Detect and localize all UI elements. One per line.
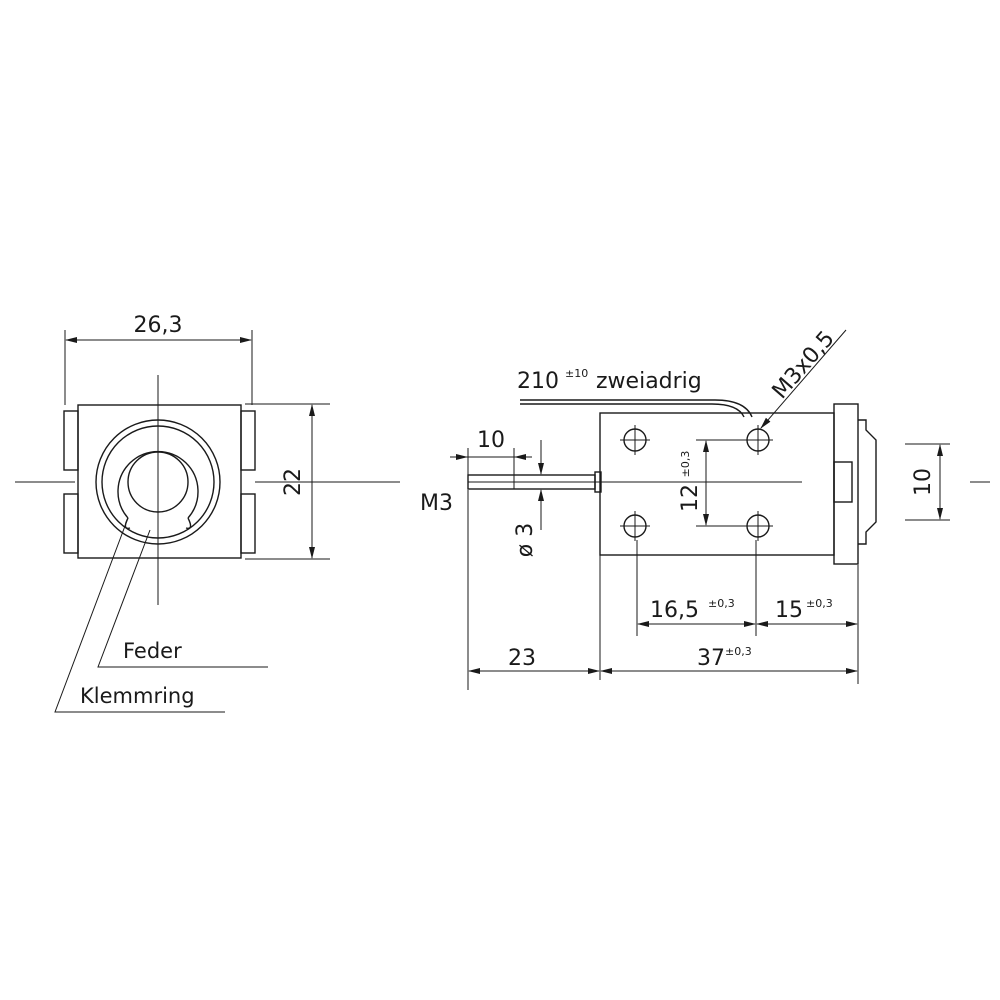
cable-desc-label: zweiadrig [596,369,702,394]
front-body-outline [77,404,242,559]
cable-wire-1 [520,399,753,418]
pitch-dim-label: 12 [678,484,703,512]
dim-15-label: 15 [775,598,803,623]
spring-leader [97,529,268,668]
side-view: 210 ±10 zweiadrig M3x0,5 10 ø 3 M3 12 ±0… [420,326,990,690]
cable-wire-2 [520,403,745,418]
rear-dim-label: 10 [911,468,936,496]
dim-16-5-tol: ±0,3 [708,597,735,610]
rear-cap [858,419,877,545]
dim-23-label: 23 [508,646,536,671]
front-view: 26,3 22 Feder Klemmring [15,313,400,713]
width-dim-label: 26,3 [134,313,183,338]
front-lug-left-top [63,410,79,471]
plunger-dia-label: ø 3 [513,523,538,557]
cable-length-label: 210 [517,369,559,394]
dim-37-label: 37 [697,646,725,671]
plunger-len-label: 10 [477,428,505,453]
pitch-dim-tol: ±0,3 [679,451,692,478]
front-lug-right-bottom [240,493,256,554]
clamp-ring-label: Klemmring [80,684,195,708]
height-dim-label: 22 [281,468,306,496]
rear-flange [833,403,859,565]
dim-37-tol: ±0,3 [725,645,752,658]
mount-thread-label: M3x0,5 [768,326,840,404]
spring-end-right [185,517,192,529]
front-lug-left-bottom [63,493,79,554]
rear-flange-slot [833,461,853,503]
clamp-ring-inner [101,425,215,539]
plunger-bore [127,451,189,513]
spring-label: Feder [123,639,182,663]
cable-length-tol: ±10 [565,367,588,380]
plunger-thread-label: M3 [420,491,453,516]
plunger-collar [594,471,602,493]
dim-15-tol: ±0,3 [806,597,833,610]
front-lug-right-top [240,410,256,471]
clamp-ring-leader [54,517,225,713]
dim-16-5-label: 16,5 [650,598,699,623]
thread-leader [760,329,847,429]
clamp-ring-outer [95,419,221,545]
